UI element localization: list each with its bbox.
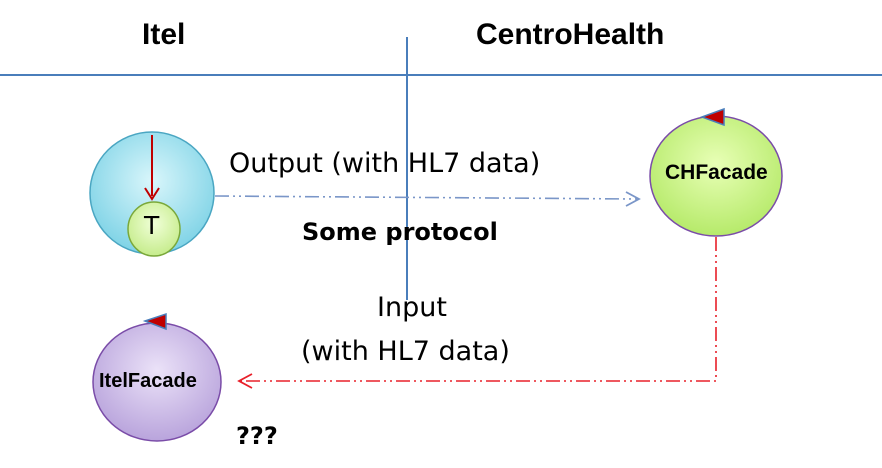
output-arrowhead [625,191,641,207]
output-arrow-label: Output (with HL7 data) [229,148,541,179]
protocol-label: Some protocol [302,218,498,246]
timer-label: T [144,211,160,240]
centrohealth-swimlane-header: CentroHealth [476,18,665,51]
itel-swimlane-header: Itel [142,18,186,51]
input-arrow-line [239,237,717,382]
output-arrow-line [214,195,639,200]
itelfacade-label: ItelFacade [99,370,197,392]
itelfacade-red-marker [142,312,167,331]
timer-node[interactable] [127,201,181,257]
chfacade-red-marker [699,107,725,127]
input-arrowhead [237,373,253,389]
chfacade-label: CHFacade [665,161,768,184]
input-arrow-label-line1: Input [377,292,447,323]
unknown-note-label: ??? [236,422,278,450]
timer-trigger-arrowhead [144,187,160,201]
input-arrow-label-line2: (with HL7 data) [301,336,510,367]
